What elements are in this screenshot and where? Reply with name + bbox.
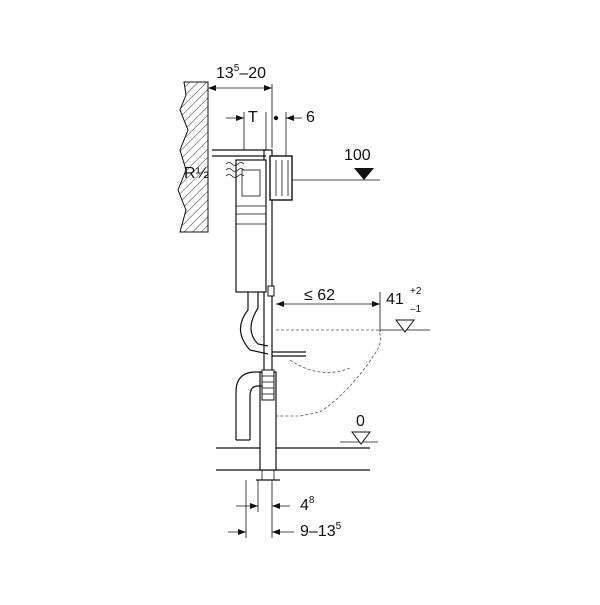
level-marker-filled-icon <box>354 168 374 180</box>
dim-wall-depth: 135–20 <box>207 63 273 148</box>
dim-t-and-six: T 6 <box>226 109 315 156</box>
wall-depth-label: 135–20 <box>216 63 266 82</box>
six-label: 6 <box>306 109 315 126</box>
dim-foot: 48 9–135 <box>228 480 342 540</box>
dot-marker <box>273 115 279 121</box>
cistern <box>235 155 293 293</box>
dim-floor-zero: 0 <box>340 413 378 445</box>
reach-label: ≤ 62 <box>304 287 335 304</box>
floor-zero-label: 0 <box>356 413 365 430</box>
foot-b-label: 9–135 <box>300 521 342 540</box>
wall-section <box>177 81 209 233</box>
t-label: T <box>248 109 258 126</box>
bowl-height-label: 41 <box>386 291 404 308</box>
waste-pipe <box>235 369 275 441</box>
foot-a-label: 48 <box>300 495 315 514</box>
toilet-bowl <box>272 329 381 417</box>
thread-callout: R½ <box>184 165 209 182</box>
water-supply-pipe <box>212 149 266 178</box>
floor-lines <box>216 447 370 471</box>
bowl-height-plus: +2 <box>410 286 422 297</box>
dim-bowl-height: 41 +2 –1 <box>380 286 430 333</box>
level-marker-zero-icon <box>351 431 371 445</box>
thread-label: R½ <box>184 165 209 182</box>
bowl-height-minus: –1 <box>410 304 422 315</box>
dim-height-100: 100 <box>292 147 380 181</box>
level-marker-open-icon <box>395 319 415 333</box>
flush-pipe <box>239 285 275 355</box>
dim-reach: ≤ 62 <box>276 287 381 332</box>
height-100-label: 100 <box>344 147 371 164</box>
